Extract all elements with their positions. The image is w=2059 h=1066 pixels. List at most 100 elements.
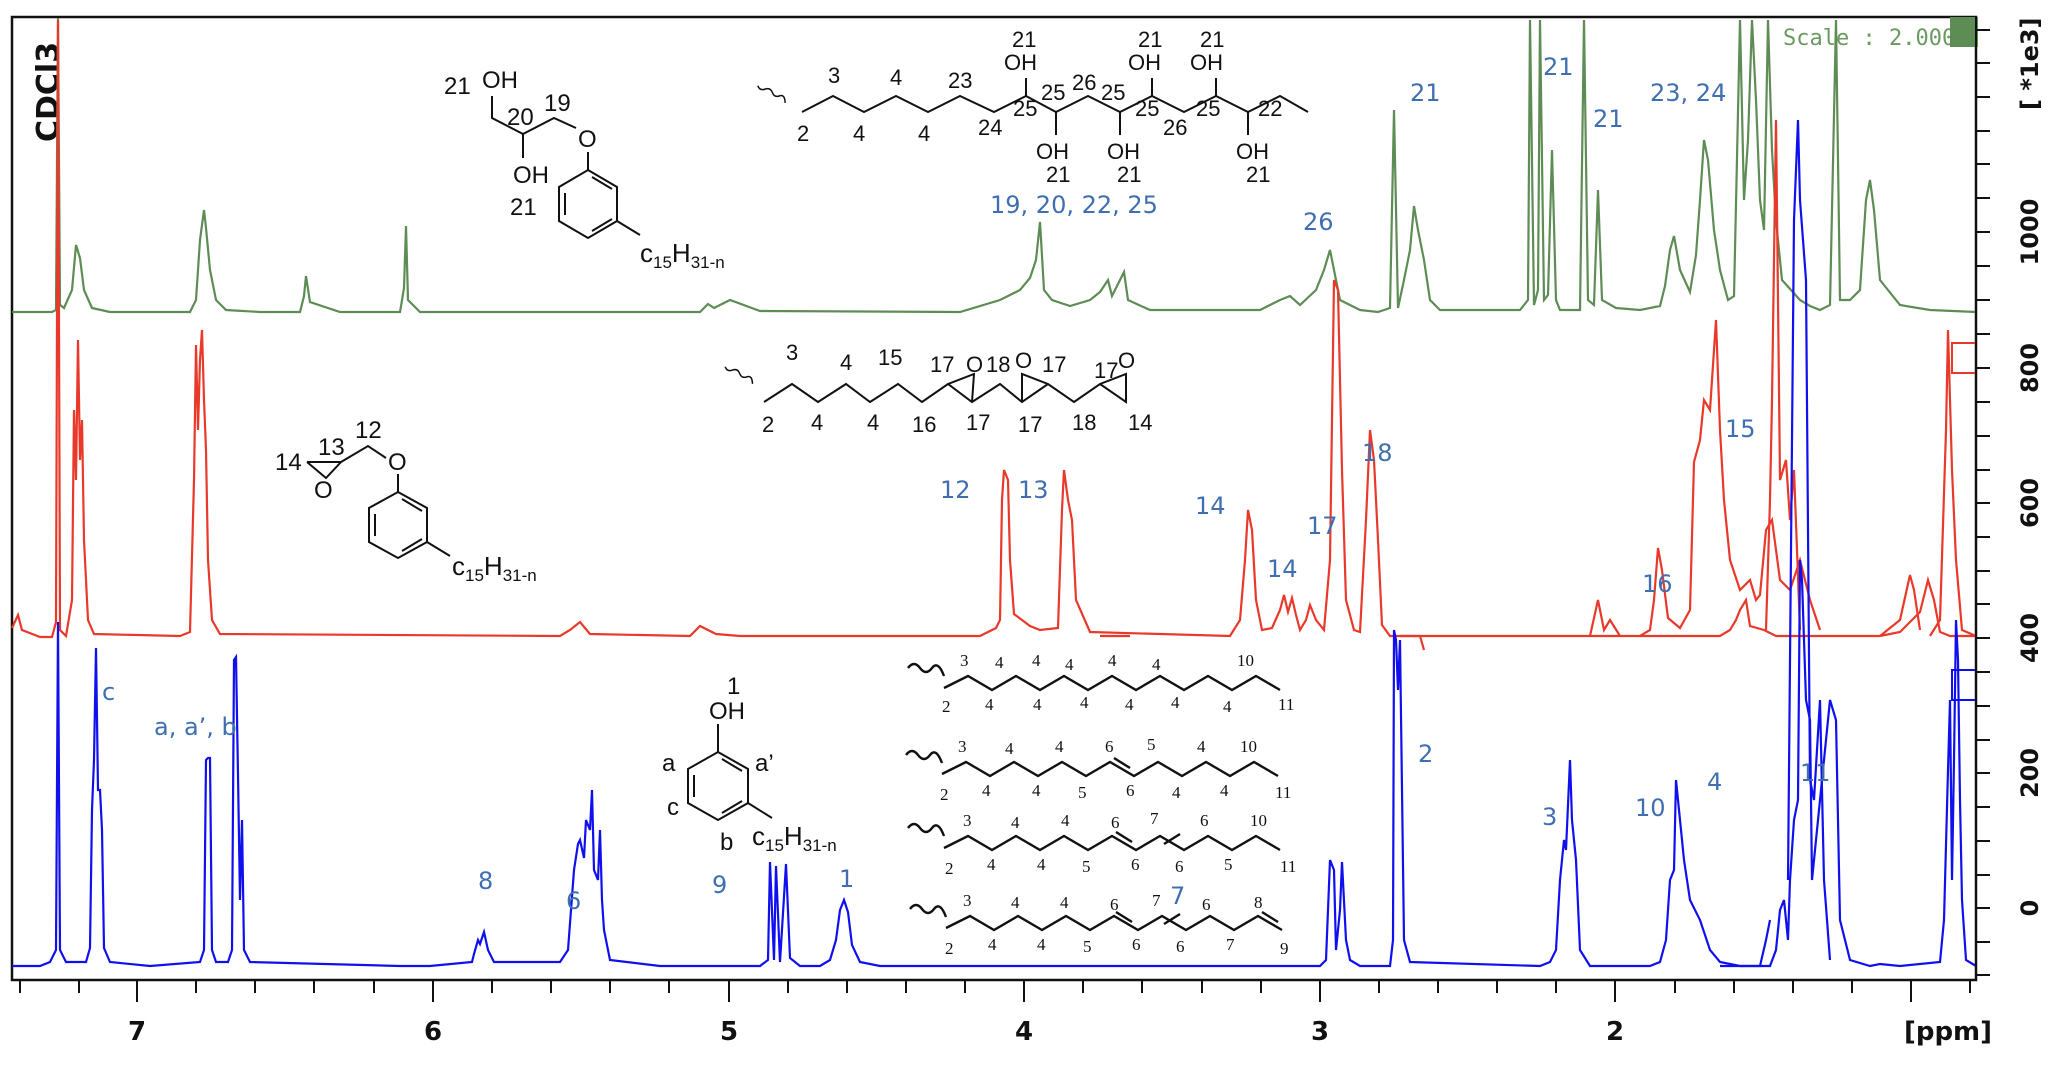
svg-text:12: 12 xyxy=(355,417,382,444)
svg-text:2: 2 xyxy=(940,785,949,804)
svg-text:20: 20 xyxy=(507,104,534,131)
svg-text:5: 5 xyxy=(1147,735,1156,754)
svg-text:OH: OH xyxy=(513,162,549,189)
svg-text:4: 4 xyxy=(840,350,852,375)
svg-text:25: 25 xyxy=(1041,80,1065,105)
svg-text:5: 5 xyxy=(1224,855,1233,874)
svg-text:OH: OH xyxy=(709,698,745,725)
svg-text:21: 21 xyxy=(1117,162,1141,187)
svg-text:10: 10 xyxy=(1250,811,1267,830)
svg-text:c: c xyxy=(667,794,679,821)
svg-text:6: 6 xyxy=(1126,781,1135,800)
svg-text:4: 4 xyxy=(1060,893,1069,912)
svg-text:OH: OH xyxy=(1107,139,1140,164)
y-tick-200: 200 xyxy=(2016,748,2044,798)
svg-text:11: 11 xyxy=(1278,695,1294,714)
svg-text:4: 4 xyxy=(853,121,865,146)
svg-text:4: 4 xyxy=(982,781,991,800)
x-axis xyxy=(19,980,1971,1002)
svg-text:4: 4 xyxy=(1011,893,1020,912)
svg-text:2: 2 xyxy=(945,859,954,878)
svg-text:21: 21 xyxy=(1046,162,1070,187)
peak-label: 2 xyxy=(1418,740,1433,768)
peak-label: 21 xyxy=(1543,53,1574,81)
peak-label: c xyxy=(102,678,115,706)
svg-text:4: 4 xyxy=(1032,781,1041,800)
svg-text:OH: OH xyxy=(1036,139,1069,164)
svg-text:OH: OH xyxy=(1190,50,1223,75)
x-tick-7: 7 xyxy=(128,1017,146,1047)
svg-text:6: 6 xyxy=(1176,937,1185,956)
svg-text:4: 4 xyxy=(1197,737,1206,756)
svg-text:6: 6 xyxy=(1111,813,1120,832)
svg-text:3: 3 xyxy=(958,737,967,756)
svg-text:OH: OH xyxy=(1004,50,1037,75)
peak-label: 13 xyxy=(1018,476,1049,504)
svg-text:17: 17 xyxy=(1018,412,1042,437)
svg-text:24: 24 xyxy=(978,115,1002,140)
peak-label: 16 xyxy=(1642,570,1673,598)
svg-text:11: 11 xyxy=(1280,857,1296,876)
svg-text:6: 6 xyxy=(1110,895,1119,914)
svg-text:c15H31-n: c15H31-n xyxy=(452,551,537,585)
structure-cardanol-head: 1 OH a a’ c b c15H31-n xyxy=(662,673,837,856)
x-tick-2: 2 xyxy=(1606,1017,1624,1047)
svg-text:O: O xyxy=(1015,348,1032,373)
svg-text:c15H31-n: c15H31-n xyxy=(640,238,725,272)
svg-text:15: 15 xyxy=(878,345,902,370)
svg-text:4: 4 xyxy=(1152,655,1161,674)
svg-text:8: 8 xyxy=(1254,893,1263,912)
svg-text:19: 19 xyxy=(544,90,571,117)
peak-label: 14 xyxy=(1267,555,1298,583)
svg-text:4: 4 xyxy=(1220,781,1229,800)
svg-text:16: 16 xyxy=(912,412,936,437)
peak-label: 21 xyxy=(1410,79,1441,107)
peak-label: 4 xyxy=(1707,768,1722,796)
svg-text:25: 25 xyxy=(1196,96,1220,121)
svg-text:6: 6 xyxy=(1202,895,1211,914)
peak-label: 11 xyxy=(1800,759,1831,787)
svg-text:3: 3 xyxy=(963,891,972,910)
svg-text:4: 4 xyxy=(1172,783,1181,802)
peak-label: 9 xyxy=(712,871,727,899)
structure-side-chains xyxy=(905,662,1283,932)
series-bottom-blue xyxy=(12,119,1977,968)
svg-text:23: 23 xyxy=(948,68,972,93)
svg-text:4: 4 xyxy=(1080,693,1089,712)
svg-text:OH: OH xyxy=(1128,50,1161,75)
solvent-label: CDCl3 xyxy=(31,42,66,142)
top-series-marker xyxy=(1950,17,1978,47)
svg-text:5: 5 xyxy=(1083,937,1092,956)
y-tick-0: 0 xyxy=(2016,900,2044,917)
svg-text:4: 4 xyxy=(1037,855,1046,874)
svg-text:6: 6 xyxy=(1132,935,1141,954)
peak-labels-top: 19, 20, 22, 25 26 21 21 21 23, 24 xyxy=(990,53,1726,236)
peak-label: 12 xyxy=(940,476,971,504)
svg-text:17: 17 xyxy=(1094,358,1118,383)
x-tick-3: 3 xyxy=(1311,1017,1329,1047)
peak-label: 26 xyxy=(1303,208,1334,236)
y-unit-label: [ *1e3] xyxy=(2016,17,2044,110)
svg-text:21: 21 xyxy=(1200,27,1224,52)
y-axis xyxy=(1975,17,1990,980)
svg-text:21: 21 xyxy=(444,73,471,100)
svg-text:21: 21 xyxy=(1138,27,1162,52)
svg-text:OH: OH xyxy=(1236,139,1269,164)
svg-text:10: 10 xyxy=(1240,737,1257,756)
svg-text:3: 3 xyxy=(786,340,798,365)
svg-text:4: 4 xyxy=(1065,655,1074,674)
svg-text:6: 6 xyxy=(1200,811,1209,830)
peak-label: 15 xyxy=(1725,415,1756,443)
svg-text:4: 4 xyxy=(988,935,997,954)
svg-text:O: O xyxy=(578,126,597,153)
svg-text:17: 17 xyxy=(966,410,990,435)
svg-text:a: a xyxy=(662,750,676,777)
structure-diol-chain: 3 4 23 21 OH 26 21 OH 21 OH 25 25 25 25 … xyxy=(757,27,1309,187)
y-tick-400: 400 xyxy=(2016,613,2044,663)
svg-text:25: 25 xyxy=(1013,96,1037,121)
svg-text:O: O xyxy=(388,449,407,476)
svg-text:25: 25 xyxy=(1135,96,1159,121)
svg-text:4: 4 xyxy=(985,695,994,714)
